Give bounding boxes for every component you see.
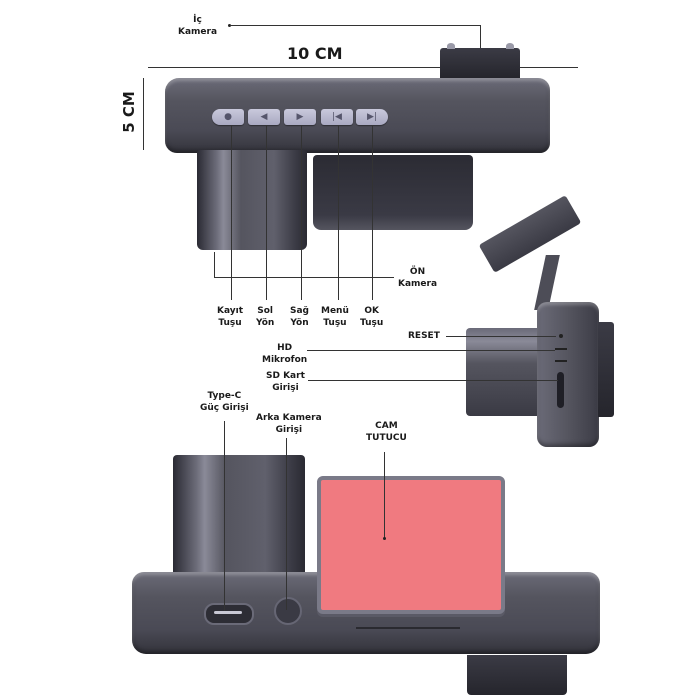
glass-holder-dot [383,537,386,540]
height-dimension-label: 5 CM [119,91,138,133]
front-camera-leader-h [214,277,394,278]
microphone-label: HD Mikrofon [262,343,308,365]
mount-screw-icon [447,43,455,49]
mount-head [478,195,582,273]
inner-camera-label: İç Kamera [178,15,218,37]
pad-slot-line [356,627,460,629]
left-leader [266,125,267,300]
display-panel [313,155,473,230]
microphone-leader [307,350,555,351]
front-camera-leader-v [214,252,215,278]
glass-holder-label: CAM TUTUCU [366,421,407,443]
type-c-leader [224,421,225,611]
control-buttons: ● ◀ ▶ |◀ ▶| [212,109,392,125]
reset-leader [446,336,556,337]
glass-holder-pad [317,476,505,614]
front-lens-housing [197,150,307,250]
inner-camera-leader-v [480,25,481,50]
callout-dot [228,24,231,27]
side-lens-housing [466,328,546,416]
reset-hole [559,334,563,338]
type-c-port [204,603,254,625]
right-leader [301,125,302,300]
skip-forward-icon: ▶| [367,112,377,122]
menu-button[interactable]: |◀ [321,109,353,125]
sd-card-slot [557,372,564,408]
ok-leader [372,125,373,300]
ok-button[interactable]: ▶| [356,109,388,125]
glass-holder-leader [384,452,385,538]
microphone-grille [555,348,567,362]
front-camera-label: ÖN Kamera [398,267,438,289]
menu-leader [338,125,339,300]
rear-camera-label: Arka Kamera Girişi [256,413,322,435]
width-dimension-line [148,67,578,68]
sd-card-leader [308,380,558,381]
inner-camera-leader-h [230,25,480,26]
top-mount [440,48,520,78]
side-body [537,302,599,447]
rear-camera-jack [274,597,302,625]
type-c-port-inner [214,611,242,614]
record-icon: ● [224,112,232,122]
reset-label: RESET [408,331,440,341]
type-c-label: Type-C Güç Girişi [200,391,249,413]
left-arrow-icon: ◀ [260,112,268,122]
record-button[interactable]: ● [212,109,244,125]
skip-back-icon: |◀ [332,112,342,122]
left-button[interactable]: ◀ [248,109,280,125]
rear-camera-leader [286,438,287,610]
sd-card-label: SD Kart Girişi [266,371,305,393]
mount-screw-icon [506,43,514,49]
width-dimension-label: 10 CM [287,44,343,63]
height-dimension-line [143,78,144,150]
record-leader [231,125,232,300]
right-arrow-icon: ▶ [296,112,304,122]
bottom-mount [467,655,567,695]
right-button[interactable]: ▶ [284,109,316,125]
side-mount-plate [598,322,614,417]
bottom-lens-housing [173,455,305,575]
